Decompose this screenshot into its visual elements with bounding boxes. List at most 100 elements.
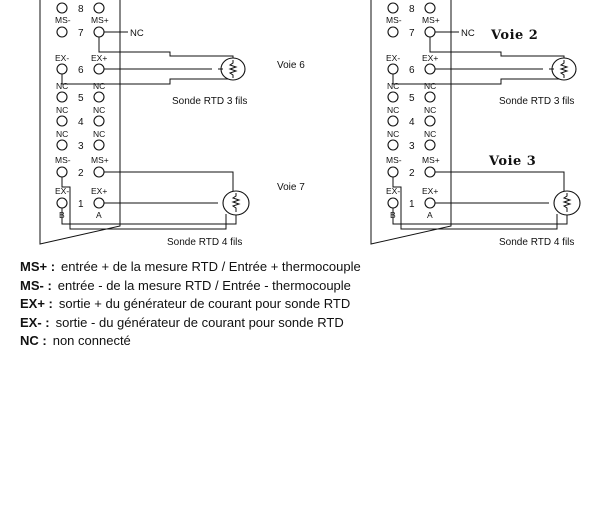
terminal-7-plus xyxy=(93,26,105,38)
terminal-label: MS- xyxy=(55,155,71,165)
rtd-probe-3-wire xyxy=(218,57,246,81)
terminal-label: EX- xyxy=(55,186,69,196)
terminal-label: NC xyxy=(387,129,399,139)
terminal-number-8: 8 xyxy=(78,4,84,15)
terminal-6-minus xyxy=(387,63,399,75)
terminal-number-2: 2 xyxy=(78,168,84,179)
terminal-label: MS+ xyxy=(91,15,109,25)
terminal-label: NC xyxy=(387,81,399,91)
terminal-label: EX- xyxy=(386,186,400,196)
terminal-number-7: 7 xyxy=(409,28,415,39)
terminal-6-minus xyxy=(56,63,68,75)
connector-block-outline xyxy=(39,0,121,245)
terminal-number-6: 6 xyxy=(78,65,84,76)
terminal-7-minus xyxy=(387,26,399,38)
wire-ex-minus-1 xyxy=(392,208,568,225)
terminal-number-6: 6 xyxy=(409,65,415,76)
legend-row: MS+ : entrée + de la mesure RTD / Entrée … xyxy=(20,258,361,277)
terminal-8-minus xyxy=(387,2,399,14)
wire-ms-plus-7 xyxy=(98,37,234,59)
legend-key: MS+ : xyxy=(20,259,56,274)
wire-ms-plus-2 xyxy=(104,171,234,193)
terminal-label: NC xyxy=(56,81,68,91)
terminal-8-plus xyxy=(93,2,105,14)
terminal-label: NC xyxy=(424,81,436,91)
channel-label: Voie 2 xyxy=(490,28,538,43)
legend-key: EX+ : xyxy=(20,296,53,312)
wire-ex-minus-1 xyxy=(61,208,237,225)
terminal-label: MS- xyxy=(55,15,71,25)
terminal-1-minus xyxy=(387,197,399,209)
terminal-label: MS- xyxy=(386,15,402,25)
terminal-label: MS+ xyxy=(422,155,440,165)
channel-label: Voie 3 xyxy=(488,154,536,169)
terminal-sub-label: A xyxy=(427,210,433,220)
legend-row: MS- :entrée - de la mesure RTD / Entrée … xyxy=(20,277,361,296)
legend-text: non connecté xyxy=(52,333,131,349)
terminal-label: NC xyxy=(56,105,68,115)
legend-text: entrée + de la mesure RTD / Entrée + the… xyxy=(61,259,361,274)
terminal-label: EX+ xyxy=(422,186,438,196)
terminal-label: NC xyxy=(424,129,436,139)
terminal-6-plus xyxy=(93,63,105,75)
terminal-number-4: 4 xyxy=(78,117,84,128)
terminal-label: MS+ xyxy=(91,155,109,165)
terminal-1-minus xyxy=(56,197,68,209)
probe-label: Sonde RTD 4 fils xyxy=(499,237,574,248)
terminal-number-4: 4 xyxy=(409,117,415,128)
terminal-label: EX+ xyxy=(91,186,107,196)
legend-key: MS- : xyxy=(20,277,52,293)
legend-row: NC : non connecté xyxy=(20,332,361,351)
terminal-label: MS+ xyxy=(422,15,440,25)
wire-ex-minus-6 xyxy=(61,74,234,85)
terminal-8-plus xyxy=(424,2,436,14)
terminal-number-5: 5 xyxy=(78,93,84,104)
left-panel: 8 MS- MS+ 7 NC EX- EX+ 6 NC NC 5 NC NC 4… xyxy=(39,0,305,248)
terminal-4-plus xyxy=(424,115,436,127)
legend-key: EX- : xyxy=(20,314,50,330)
wire-ms-plus-2 xyxy=(435,171,565,193)
terminal-number-1: 1 xyxy=(78,199,84,210)
terminal-label: MS- xyxy=(386,155,402,165)
terminal-label: NC xyxy=(56,129,68,139)
terminal-number-5: 5 xyxy=(409,93,415,104)
terminal-2-minus xyxy=(387,166,399,178)
legend-key: NC : xyxy=(20,333,47,349)
terminal-number-8: 8 xyxy=(409,4,415,15)
terminal-label: EX- xyxy=(55,53,69,63)
terminal-4-plus xyxy=(93,115,105,127)
terminal-7-plus xyxy=(424,26,436,38)
terminal-5-plus xyxy=(424,91,436,103)
terminal-2-plus xyxy=(424,166,436,178)
terminal-label: NC xyxy=(93,81,105,91)
terminal-number-7: 7 xyxy=(78,28,84,39)
probe-label: Sonde RTD 3 fils xyxy=(499,96,574,107)
legend-row: EX- : sortie - du générateur de courant p… xyxy=(20,314,361,333)
channel-label: Voie 7 xyxy=(277,182,305,193)
terminal-label: NC xyxy=(93,105,105,115)
wiring-diagram: 8 MS- MS+ 7 NC EX- EX+ 6 NC NC 5 NC NC 4… xyxy=(39,0,581,248)
terminal-3-minus xyxy=(56,139,68,151)
terminal-3-plus xyxy=(424,139,436,151)
wire-ms-plus-7 xyxy=(429,37,565,59)
terminal-5-minus xyxy=(56,91,68,103)
nc-wire-label: NC xyxy=(461,28,475,39)
terminal-5-minus xyxy=(387,91,399,103)
wire-ex-minus-6 xyxy=(392,74,565,85)
terminal-2-minus xyxy=(56,166,68,178)
wire-ms-minus-2 xyxy=(392,177,558,230)
rtd-probe-4-wire xyxy=(222,190,250,216)
terminal-4-minus xyxy=(56,115,68,127)
terminal-7-minus xyxy=(56,26,68,38)
terminal-number-2: 2 xyxy=(409,168,415,179)
terminal-2-plus xyxy=(93,166,105,178)
connector-block-outline xyxy=(370,0,452,245)
rtd-probe-3-wire xyxy=(549,57,577,81)
rtd-probe-4-wire xyxy=(553,190,581,216)
legend-text: sortie - du générateur de courant pour s… xyxy=(55,314,344,330)
terminal-8-minus xyxy=(56,2,68,14)
terminal-sub-label: A xyxy=(96,210,102,220)
legend-text: sortie + du générateur de courant pour s… xyxy=(58,296,351,312)
nc-wire-label: NC xyxy=(130,28,144,39)
terminal-6-plus xyxy=(424,63,436,75)
